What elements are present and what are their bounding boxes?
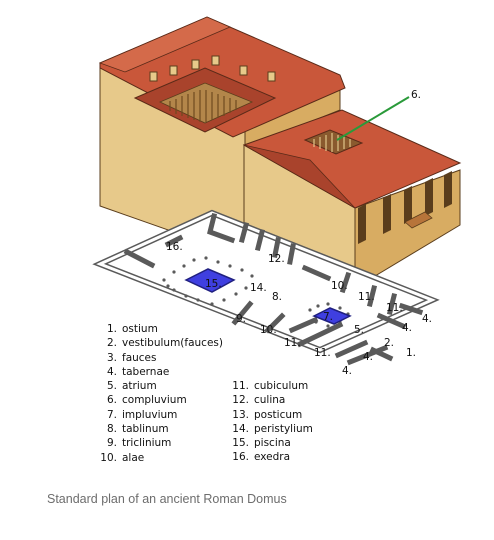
legend-item: 13. posticum (230, 408, 313, 422)
label-4: 4. (402, 322, 412, 334)
label-4: 4. (363, 351, 373, 363)
legend-item: 12. culina (230, 393, 313, 407)
impluvium-pool (312, 307, 352, 325)
legend-term: cubiculum (254, 380, 309, 392)
legend-number: 14. (232, 422, 249, 435)
legend-number: 9. (106, 437, 117, 450)
legend-number: 4. (106, 365, 117, 378)
legend-number: 7. (106, 408, 117, 421)
label-11: 11. (358, 291, 375, 303)
legend-item: 1. ostium (98, 322, 223, 336)
legend-item: 16. exedra (230, 450, 313, 464)
label-8: 8. (272, 291, 282, 303)
legend-item: 11. cubiculum (230, 379, 313, 393)
legend-number: 2. (106, 337, 117, 350)
legend-item: 14. peristylium (230, 422, 313, 436)
legend-item: 5. atrium (98, 379, 223, 393)
label-15: 15. (205, 278, 222, 290)
label-11: 11. (314, 347, 331, 359)
back-wing-windows (149, 55, 276, 82)
legend-item: 9. triclinium (98, 436, 223, 450)
legend-right: 11. cubiculum 12. culina 13. posticum 14. peris… (230, 379, 313, 465)
label-10: 10. (260, 324, 277, 336)
legend-number: 5. (106, 380, 117, 393)
legend-term: impluvium (122, 408, 178, 421)
label-11: 11. (284, 337, 301, 349)
legend-term: tabernae (122, 365, 170, 378)
legend-term: vestibulum(fauces) (122, 337, 223, 350)
legend-item: 4. tabernae (98, 365, 223, 379)
label-16: 16. (166, 241, 183, 253)
legend-term: compluvium (122, 394, 187, 407)
label-10: 10. (331, 280, 348, 292)
legend-item: 3. fauces (98, 351, 223, 365)
floor-plan: 16. 12. 15. 14. 8. 10. 11. 11. 4. 9. 7. … (92, 209, 440, 377)
legend-term: peristylium (254, 422, 313, 435)
legend-number: 8. (106, 423, 117, 436)
legend-term: atrium (122, 380, 157, 393)
legend-item: 8. tablinum (98, 422, 223, 436)
legend-left: 1. ostium 2. vestibulum(fauces) 3. fauces 4. ta… (98, 322, 223, 465)
piscina-pool (184, 268, 236, 293)
legend-item: 10. alae (98, 451, 223, 465)
legend-term: posticum (254, 408, 303, 421)
label-4: 4. (422, 313, 432, 325)
legend-term: exedra (254, 451, 291, 464)
label-5: 5. (354, 324, 364, 336)
back-wing-roof-ridge (98, 16, 232, 73)
legend-number: 15. (232, 437, 249, 450)
front-wing-doorways (358, 171, 452, 244)
house-3d: 6. (98, 16, 462, 289)
compluvium-pointer (336, 96, 410, 141)
back-courtyard-columns (169, 90, 237, 122)
legend-term: triclinium (122, 437, 172, 450)
label-14: 14. (250, 282, 267, 294)
plan-walls (123, 212, 424, 366)
legend-number: 6. (106, 394, 117, 407)
legend-term: ostium (122, 323, 158, 335)
legend-number: 16. (232, 451, 249, 464)
legend-item: 6. compluvium (98, 393, 223, 407)
label-4: 4. (342, 365, 352, 377)
plan-inner (96, 211, 436, 352)
legend-term: culina (254, 394, 286, 407)
legend-item: 2. vestibulum(fauces) (98, 336, 223, 350)
legend-number: 11. (232, 380, 249, 392)
label-11: 11. (386, 302, 403, 314)
label-7: 7. (323, 311, 333, 323)
legend-term: piscina (254, 437, 291, 450)
compluvium-columns (313, 133, 351, 152)
legend-number: 3. (106, 351, 117, 364)
legend-item: 15. piscina (230, 436, 313, 450)
front-wing-roof-front (243, 144, 356, 209)
label-6: 6. (411, 89, 421, 101)
label-2: 2. (384, 337, 394, 349)
legend-term: tablinum (122, 423, 169, 436)
legend-term: fauces (122, 351, 157, 364)
legend-item: 7. impluvium (98, 408, 223, 422)
legend-number: 1. (106, 323, 117, 335)
legend-number: 12. (232, 394, 249, 407)
label-1: 1. (406, 347, 416, 359)
figure-caption: Standard plan of an ancient Roman Domus (47, 492, 287, 506)
label-9: 9. (236, 313, 246, 325)
label-12: 12. (268, 253, 285, 265)
legend-term: alae (122, 451, 145, 464)
legend-number: 10. (100, 451, 117, 464)
front-steps (404, 211, 433, 229)
legend-number: 13. (232, 408, 249, 421)
